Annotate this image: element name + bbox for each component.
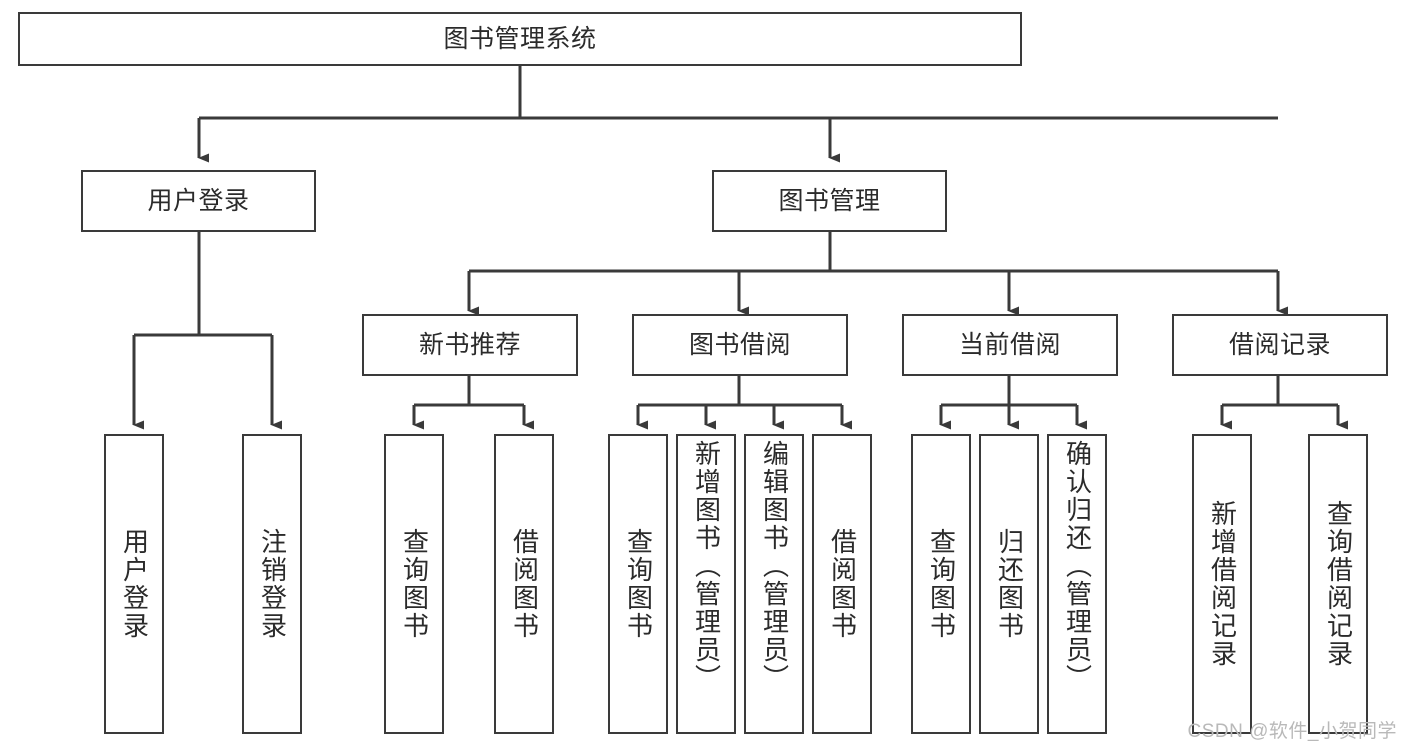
node-label: 用户登录 <box>119 528 150 640</box>
node-label: 图书管理 <box>778 186 881 215</box>
node-label: 查询图书 <box>399 528 430 640</box>
csdn-watermark: CSDN @软件_小贺同学 <box>1187 721 1397 742</box>
node-new-book-recommend[interactable]: 新书推荐 <box>362 314 578 376</box>
node-label: 编辑图书（管理员） <box>759 440 790 692</box>
node-current-borrow[interactable]: 当前借阅 <box>902 314 1118 376</box>
node-label: 当前借阅 <box>958 330 1061 359</box>
node-label: 图书借阅 <box>688 330 791 359</box>
leaf-return-book[interactable]: 归还图书 <box>979 434 1039 734</box>
leaf-query-book-current[interactable]: 查询图书 <box>911 434 971 734</box>
node-label: 图书管理系统 <box>443 24 597 53</box>
leaf-add-book-admin[interactable]: 新增图书（管理员） <box>676 434 736 734</box>
leaf-add-borrow-record[interactable]: 新增借阅记录 <box>1192 434 1252 734</box>
node-book-borrow[interactable]: 图书借阅 <box>632 314 848 376</box>
leaf-borrow-book-recommend[interactable]: 借阅图书 <box>494 434 554 734</box>
node-borrow-record[interactable]: 借阅记录 <box>1172 314 1388 376</box>
leaf-query-book-recommend[interactable]: 查询图书 <box>384 434 444 734</box>
leaf-confirm-return-admin[interactable]: 确认归还（管理员） <box>1047 434 1107 734</box>
node-label: 注销登录 <box>257 528 288 640</box>
node-user-login[interactable]: 用户登录 <box>81 170 316 232</box>
leaf-borrow-book[interactable]: 借阅图书 <box>812 434 872 734</box>
leaf-query-borrow-record[interactable]: 查询借阅记录 <box>1308 434 1368 734</box>
leaf-query-book-borrow[interactable]: 查询图书 <box>608 434 668 734</box>
node-root-system[interactable]: 图书管理系统 <box>18 12 1022 66</box>
node-label: 借阅图书 <box>509 528 540 640</box>
leaf-user-logout[interactable]: 注销登录 <box>242 434 302 734</box>
node-label: 新书推荐 <box>418 330 521 359</box>
node-label: 查询借阅记录 <box>1323 500 1354 668</box>
leaf-user-login[interactable]: 用户登录 <box>104 434 164 734</box>
node-label: 新增借阅记录 <box>1207 500 1238 668</box>
node-label: 查询图书 <box>926 528 957 640</box>
node-label: 借阅图书 <box>827 528 858 640</box>
node-book-management[interactable]: 图书管理 <box>712 170 947 232</box>
node-label: 用户登录 <box>147 186 250 215</box>
leaf-edit-book-admin[interactable]: 编辑图书（管理员） <box>744 434 804 734</box>
node-label: 确认归还（管理员） <box>1062 440 1093 692</box>
node-label: 新增图书（管理员） <box>691 440 722 692</box>
node-label: 借阅记录 <box>1228 330 1331 359</box>
node-label: 查询图书 <box>623 528 654 640</box>
node-label: 归还图书 <box>994 528 1025 640</box>
